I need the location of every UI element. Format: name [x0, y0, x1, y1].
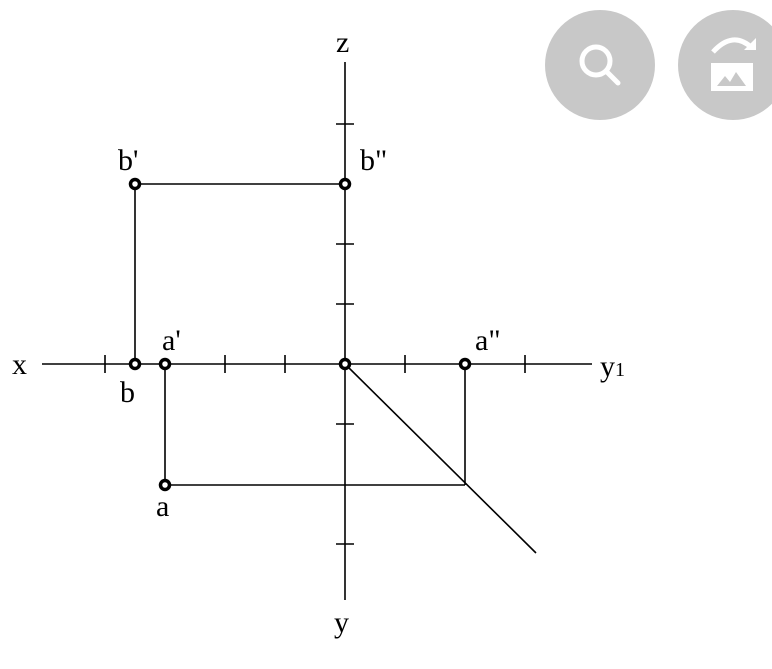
label-y: y	[334, 606, 349, 639]
point-b	[128, 357, 142, 371]
point-a-prime	[158, 357, 172, 371]
diagonal-line	[344, 363, 537, 554]
rotate-image-icon	[711, 37, 756, 91]
search-icon	[579, 44, 621, 86]
label-b-prime: b'	[118, 144, 138, 177]
point-b-prime	[128, 177, 142, 191]
axis-ticks	[104, 123, 526, 545]
point-b-double-prime	[338, 177, 352, 191]
rotate-image-button[interactable]	[678, 10, 772, 120]
label-b-double-prime: b"	[360, 144, 387, 177]
point-a-double-prime	[458, 357, 472, 371]
label-a-prime: a'	[162, 324, 181, 357]
label-b: b	[120, 376, 135, 409]
zoom-button[interactable]	[545, 10, 655, 120]
label-a-double-prime: a"	[475, 324, 501, 357]
point-a	[158, 478, 172, 492]
label-z: z	[336, 26, 349, 59]
label-x: x	[12, 348, 27, 381]
point-origin	[338, 357, 352, 371]
label-a: a	[156, 490, 169, 523]
label-y1: y1	[600, 350, 625, 383]
